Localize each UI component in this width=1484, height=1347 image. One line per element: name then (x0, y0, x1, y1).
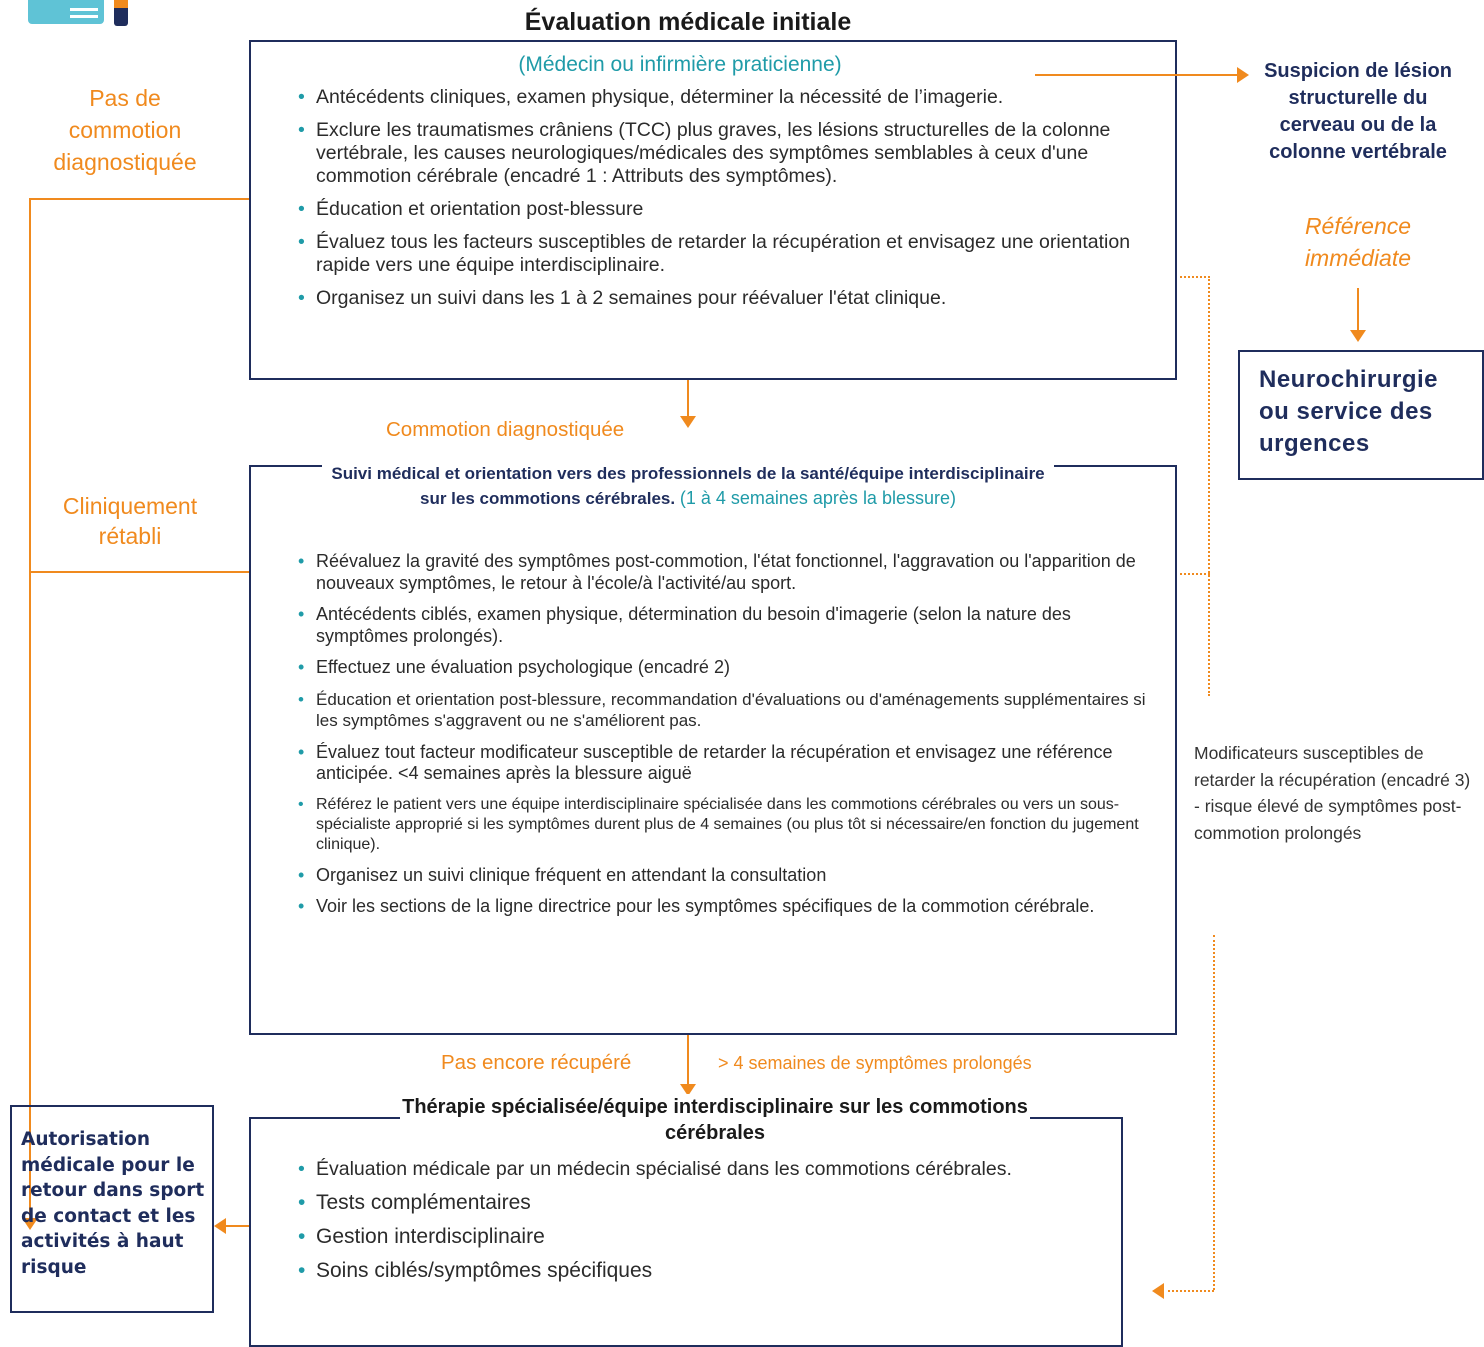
list-item: Réévaluez la gravité des symptômes post-… (290, 551, 1150, 594)
modifiers-label: Modificateurs susceptibles de retarder l… (1194, 743, 1471, 843)
followup-title-extra: (1 à 4 semaines après la blessure) (679, 488, 956, 508)
arrow-to-followup (687, 380, 689, 416)
list-item: Organisez un suivi clinique fréquent en … (290, 865, 1150, 887)
list-item: Éducation et orientation post-blessure (290, 198, 1160, 221)
dotted-connector (1180, 276, 1210, 278)
initial-evaluation-title: Évaluation médicale initiale (472, 6, 904, 38)
arrow-to-neuro (1357, 288, 1359, 330)
logo-icon (0, 0, 140, 26)
list-item: Éducation et orientation post-blessure, … (290, 689, 1150, 732)
arrow-down-icon (1350, 330, 1366, 342)
list-item: Tests complémentaires (290, 1191, 1120, 1215)
arrow-to-clearance (226, 1225, 249, 1227)
arrow-right-icon (1237, 67, 1249, 83)
arrow-down-icon (680, 1084, 696, 1096)
arrow-down-icon (680, 416, 696, 428)
followup-title-bold: Suivi médical et orientation vers des pr… (331, 464, 1045, 508)
list-item: Antécédents ciblés, examen physique, dét… (290, 604, 1150, 647)
dotted-connector (1213, 935, 1215, 1290)
arrow-to-suspicion (1035, 74, 1239, 76)
list-item: Exclure les traumatismes crâniens (TCC) … (290, 119, 1160, 188)
initial-evaluation-subtitle: (Médecin ou infirmière praticienne) (518, 53, 842, 76)
recovered-label: Cliniquement rétabli (62, 493, 198, 549)
connector-line (29, 198, 31, 1220)
neuro-box (1238, 350, 1484, 480)
initial-evaluation-list: Antécédents cliniques, examen physique, … (290, 86, 1160, 310)
list-item: Évaluez tout facteur modificateur suscep… (290, 742, 1150, 785)
clearance-label: Autorisation médicale pour le retour dan… (21, 1129, 205, 1278)
followup-list: Réévaluez la gravité des symptômes post-… (290, 551, 1150, 918)
dotted-connector (1168, 1290, 1214, 1292)
neuro-label: Neurochirurgie ou service des urgences (1259, 366, 1439, 457)
arrow-left-icon (214, 1218, 226, 1234)
prolonged-label: > 4 semaines de symptômes prolongés (718, 1053, 1032, 1073)
diagnosed-label: Commotion diagnostiquée (386, 418, 625, 441)
suspicion-label: Suspicion de lésion structurelle du cerv… (1264, 60, 1452, 163)
clearance-box (10, 1105, 214, 1313)
list-item: Évaluation médicale par un médecin spéci… (290, 1157, 1120, 1181)
list-item: Effectuez une évaluation psychologique (… (290, 657, 1150, 679)
initial-evaluation-box (249, 40, 1177, 380)
no-concussion-label: Pas de commotion diagnostiquée (53, 85, 197, 175)
list-item: Soins ciblés/symptômes spécifiques (290, 1259, 1120, 1283)
immediate-referral-label: Référence immédiate (1304, 213, 1412, 271)
arrow-to-therapy (687, 1035, 689, 1085)
list-item: Voir les sections de la ligne directrice… (290, 896, 1150, 918)
not-recovered-label: Pas encore récupéré (441, 1051, 632, 1074)
arrow-down-icon (22, 1218, 38, 1230)
dotted-connector (1208, 276, 1210, 696)
list-item: Organisez un suivi dans les 1 à 2 semain… (290, 287, 1160, 310)
connector-line (29, 571, 249, 573)
list-item: Évaluez tous les facteurs susceptibles d… (290, 231, 1160, 277)
therapy-title: Thérapie spécialisée/équipe interdiscipl… (400, 1094, 1030, 1146)
followup-title: Suivi médical et orientation vers des pr… (322, 461, 1054, 511)
therapy-list: Évaluation médicale par un médecin spéci… (290, 1157, 1120, 1283)
arrow-left-icon (1152, 1283, 1164, 1299)
connector-line (29, 198, 249, 200)
dotted-connector (1180, 573, 1210, 575)
list-item: Gestion interdisciplinaire (290, 1225, 1120, 1249)
list-item: Référez le patient vers une équipe inter… (290, 795, 1150, 855)
list-item: Antécédents cliniques, examen physique, … (290, 86, 1160, 109)
